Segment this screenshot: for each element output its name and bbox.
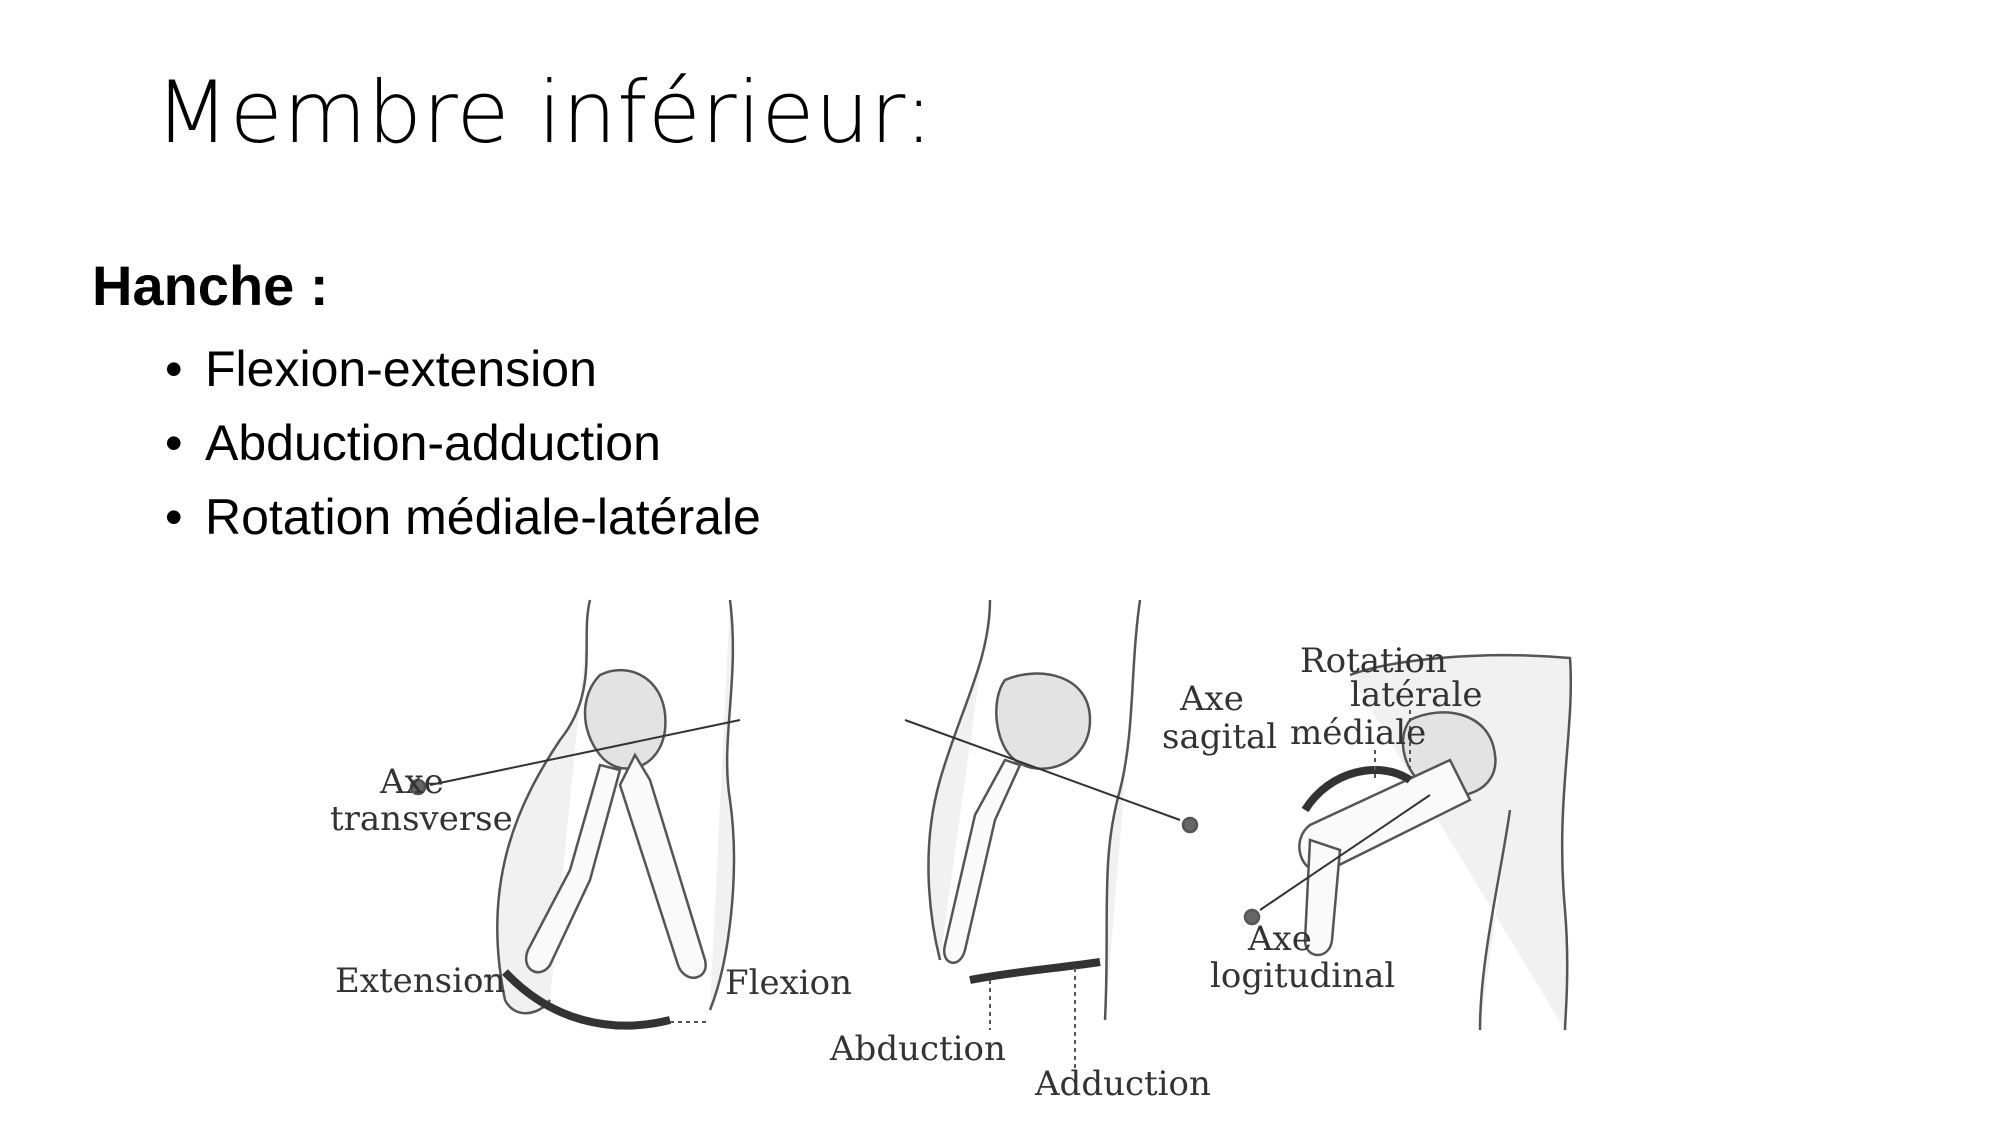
label-axe-1: Axe [379,762,444,802]
axis-longitudinal-line [1259,794,1431,911]
arc-extension-flexion [502,969,671,1030]
label-rotation: Rotation [1300,641,1447,681]
arc-rotation [1301,766,1413,813]
pelvis-1 [583,668,667,770]
label-logitudinal: logitudinal [1210,956,1395,996]
body-outline-2 [927,599,1142,1021]
panel-rotation [1243,653,1573,1031]
panel-flexion-extension [409,599,741,1030]
label-laterale: latérale [1350,675,1482,715]
panel-abduction-adduction [904,599,1199,1070]
shin [1303,838,1342,957]
axis-transverse-line [429,719,741,786]
label-axe-2: Axe [1179,679,1244,719]
axis-sagital-line [904,719,1181,821]
slide-title: Membre inférieur: [155,63,934,163]
bullet-rotation: Rotation médiale-latérale [165,480,761,554]
movement-list: Flexion-extension Abduction-adduction Ro… [165,332,761,554]
label-axe-3: Axe [1247,919,1312,959]
femur-abducted [942,758,1022,964]
label-transverse: transverse [330,799,513,839]
label-extension: Extension [335,961,505,1001]
axis-sagital-marker [1181,816,1199,834]
label-abduction: Abduction [829,1029,1006,1069]
hip-movements-illustration: Axe transverse Extension Flexion Axe sag… [330,599,1573,1104]
bullet-flexion-extension: Flexion-extension [165,332,761,406]
label-adduction: Adduction [1034,1064,1211,1104]
label-flexion: Flexion [725,963,852,1003]
leader-extension [467,974,503,979]
arc-abduction-adduction [969,958,1101,984]
femur-extended [524,763,622,974]
section-heading-hanche: Hanche : [92,254,329,317]
label-mediale: médiale [1290,713,1426,753]
label-sagital: sagital [1162,717,1277,757]
pelvis-2 [995,672,1092,770]
axis-longitudinal-marker [1243,908,1261,926]
axis-transverse-marker [409,778,427,796]
bullet-abduction-adduction: Abduction-adduction [165,406,761,480]
femur-flexed [618,752,707,979]
